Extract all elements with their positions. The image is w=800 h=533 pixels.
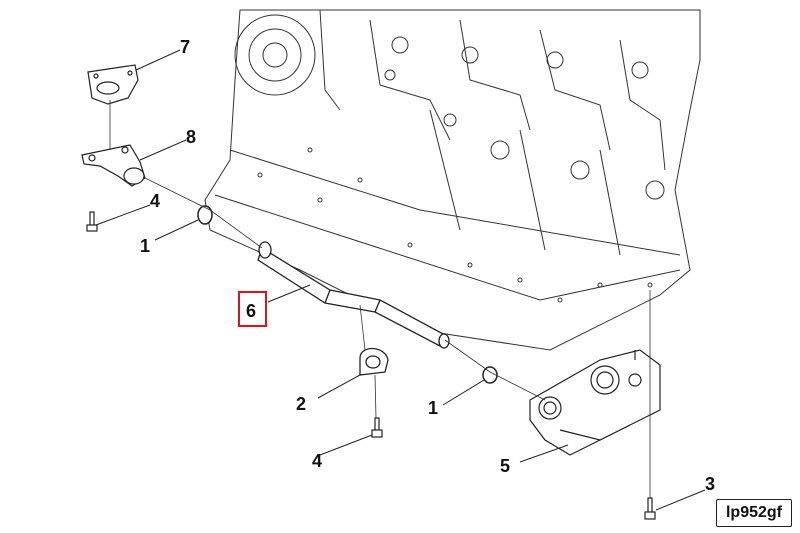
callout-1-lower: 1 — [428, 398, 438, 418]
bolt-part-4-upper — [86, 211, 98, 232]
clamp-part-2 — [359, 347, 389, 376]
callout-4-upper: 4 — [150, 191, 160, 211]
callout-7: 7 — [180, 37, 190, 57]
callout-3: 3 — [705, 474, 715, 494]
bolt-part-4-lower — [371, 417, 383, 438]
gasket-part-7 — [87, 64, 139, 105]
engine-block — [204, 9, 701, 351]
bolt-part-3 — [644, 497, 656, 520]
reference-code-label: lp952gf — [716, 499, 792, 527]
o-ring-part-1-lower — [482, 366, 498, 384]
highlight-box-6 — [238, 291, 267, 327]
leader-lines — [95, 49, 706, 511]
callout-5: 5 — [500, 456, 510, 476]
alignment-centerlines — [109, 100, 651, 498]
tube-part-6 — [257, 241, 450, 349]
callout-8: 8 — [186, 127, 196, 147]
callout-6: 6 — [246, 301, 256, 321]
callout-4-lower: 4 — [312, 451, 322, 471]
callout-labels: 7 8 4 1 6 2 1 4 5 3 — [140, 37, 715, 494]
callout-1-upper: 1 — [140, 236, 150, 256]
o-ring-part-1-upper — [197, 205, 213, 225]
elbow-housing-part-8 — [81, 144, 146, 187]
pump-assembly-part-5 — [529, 349, 661, 456]
callout-2: 2 — [296, 394, 306, 414]
